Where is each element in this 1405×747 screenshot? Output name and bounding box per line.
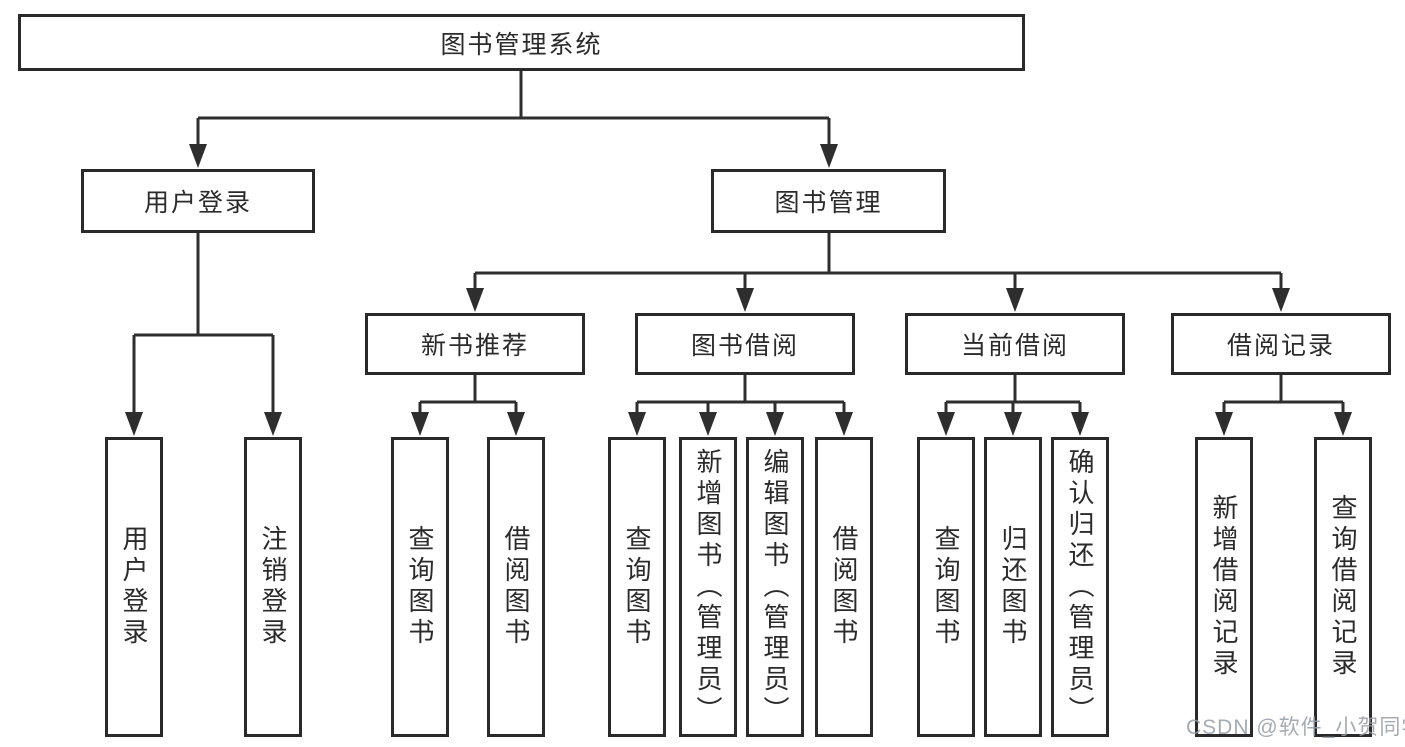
node-label: 归还图书 (998, 525, 1028, 649)
node-library-management-system: 图书管理系统 (18, 14, 1025, 71)
node-query-books-current: 查询图书 (917, 437, 975, 737)
node-label: 用户登录 (143, 189, 252, 217)
node-label: 当前借阅 (960, 332, 1069, 360)
node-label: 查询图书 (405, 525, 435, 649)
node-label: 用户登录 (119, 525, 149, 649)
node-label: 图书借阅 (690, 332, 799, 360)
node-confirm-return-admin: 确认归还（管理员） (1051, 437, 1109, 737)
node-logout: 注销登录 (244, 437, 302, 737)
node-add-borrow-record: 新增借阅记录 (1195, 437, 1253, 737)
node-query-books-borrowing: 查询图书 (608, 437, 666, 737)
node-label: 查询借阅记录 (1328, 494, 1358, 680)
node-current-borrowing: 当前借阅 (905, 313, 1125, 375)
node-return-books: 归还图书 (984, 437, 1042, 737)
csdn-watermark: CSDN @软件_小贺同学 (1186, 716, 1405, 739)
node-label: 编辑图书（管理员） (760, 447, 790, 727)
node-add-book-admin: 新增图书（管理员） (679, 437, 737, 737)
node-label: 查询图书 (622, 525, 652, 649)
node-label: 借阅图书 (501, 525, 531, 649)
node-query-borrow-record: 查询借阅记录 (1314, 437, 1372, 737)
node-new-book-recommendation: 新书推荐 (365, 313, 585, 375)
node-borrowing-records: 借阅记录 (1171, 313, 1391, 375)
node-label: 注销登录 (258, 525, 288, 649)
node-label: 借阅图书 (829, 525, 859, 649)
node-label: 图书管理 (774, 189, 883, 217)
node-book-borrowing: 图书借阅 (635, 313, 855, 375)
node-query-books-recommend: 查询图书 (391, 437, 449, 737)
node-label: 确认归还（管理员） (1065, 447, 1095, 727)
node-book-management: 图书管理 (711, 169, 946, 233)
node-label: 新书推荐 (420, 332, 529, 360)
node-borrow-books-recommend: 借阅图书 (487, 437, 545, 737)
node-label: 借阅记录 (1226, 332, 1335, 360)
node-label: 新增图书（管理员） (693, 447, 723, 727)
node-label: 查询图书 (931, 525, 961, 649)
arrowheads (125, 144, 1352, 436)
node-user-login-leaf: 用户登录 (105, 437, 163, 737)
node-label: 新增借阅记录 (1209, 494, 1239, 680)
node-borrow-books-borrowing: 借阅图书 (815, 437, 873, 737)
node-label: 图书管理系统 (440, 30, 603, 59)
node-edit-book-admin: 编辑图书（管理员） (746, 437, 804, 737)
node-user-login: 用户登录 (81, 169, 315, 233)
